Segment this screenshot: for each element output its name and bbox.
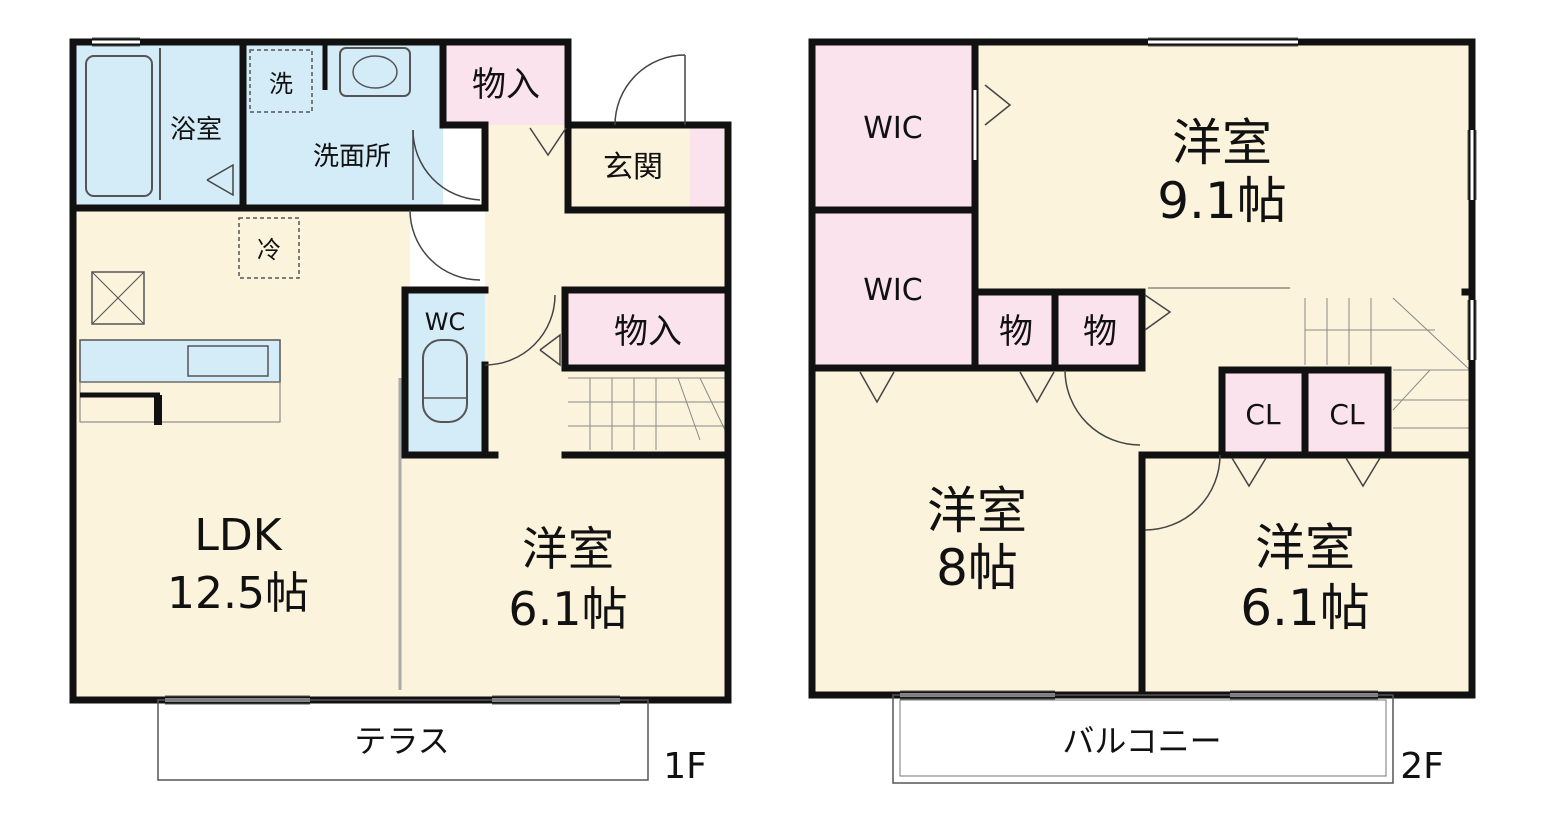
room8-size: 8帖 — [936, 539, 1018, 597]
entrance-label: 玄関 — [603, 150, 663, 185]
floor-1-label: 1F — [663, 746, 707, 787]
balcony-label: バルコニー — [1062, 722, 1221, 760]
toilet — [422, 339, 468, 423]
terrace — [157, 699, 649, 781]
ldk-size: 12.5帖 — [167, 568, 309, 619]
room61-size: 6.1帖 — [1240, 579, 1370, 637]
closet-a-label: 物 — [999, 312, 1033, 352]
doors-2f — [859, 84, 1381, 531]
wc-area — [405, 290, 485, 455]
floor-2-label: 2F — [1400, 746, 1444, 787]
washer-spot — [249, 49, 313, 113]
stairs-1f — [568, 377, 726, 450]
closet-a-area — [975, 292, 1055, 368]
labels-1f: 浴室 洗面所 洗 物入 玄関 冷 WC 物入 LDK 12.5帖 洋室 6.1帖… — [167, 65, 707, 787]
wic-top-area — [812, 42, 975, 210]
terrace-label: テラス — [354, 722, 449, 760]
washroom-label: 洗面所 — [313, 142, 391, 172]
bath-area — [73, 42, 243, 208]
fridge-label: 冷 — [257, 236, 281, 264]
floor-2-plan — [808, 37, 1477, 784]
room61-area — [1142, 455, 1472, 695]
western-room-1f — [405, 455, 728, 700]
storage-mid-area — [565, 290, 728, 368]
sink — [339, 47, 411, 97]
wic-bottom-area — [812, 210, 975, 368]
shoe-closet — [690, 125, 724, 210]
western-room-1f-name: 洋室 — [522, 522, 614, 576]
cl-a-area — [1222, 370, 1304, 455]
cl-a-label: CL — [1245, 398, 1281, 431]
washer-label: 洗 — [269, 70, 293, 98]
wc-label: WC — [425, 308, 466, 336]
master-room-area — [975, 42, 1472, 292]
western-room-1f-size: 6.1帖 — [508, 582, 627, 636]
cl-b-area — [1306, 370, 1388, 455]
cl-b-label: CL — [1329, 398, 1365, 431]
walls-1f — [69, 38, 732, 704]
bath-label: 浴室 — [170, 115, 222, 145]
labels-2f: WIC WIC 洋室 9.1帖 物 物 CL CL 洋室 8帖 洋室 6.1帖 … — [863, 111, 1444, 787]
storage-top-label: 物入 — [472, 65, 540, 105]
wic-bottom-label: WIC — [863, 273, 922, 308]
storage-mid-label: 物入 — [614, 312, 682, 352]
room61-name: 洋室 — [1255, 519, 1355, 577]
ldk-area — [73, 208, 410, 700]
master-room-size: 9.1帖 — [1157, 172, 1287, 230]
closet-b-label: 物 — [1083, 312, 1117, 352]
floor-1-plan — [69, 37, 732, 781]
wic-top-label: WIC — [863, 111, 922, 146]
fridge-spot — [238, 217, 300, 279]
balcony — [892, 694, 1394, 784]
master-room-name: 洋室 — [1172, 114, 1272, 172]
closet-b-area — [1058, 292, 1142, 368]
doors-1f — [206, 54, 686, 367]
room8-name: 洋室 — [927, 482, 1027, 540]
vent-box — [91, 271, 145, 325]
stairs-2f — [1304, 297, 1471, 429]
ldk-name: LDK — [194, 510, 282, 561]
storage-top-area — [443, 42, 568, 125]
bathtub — [85, 55, 153, 197]
